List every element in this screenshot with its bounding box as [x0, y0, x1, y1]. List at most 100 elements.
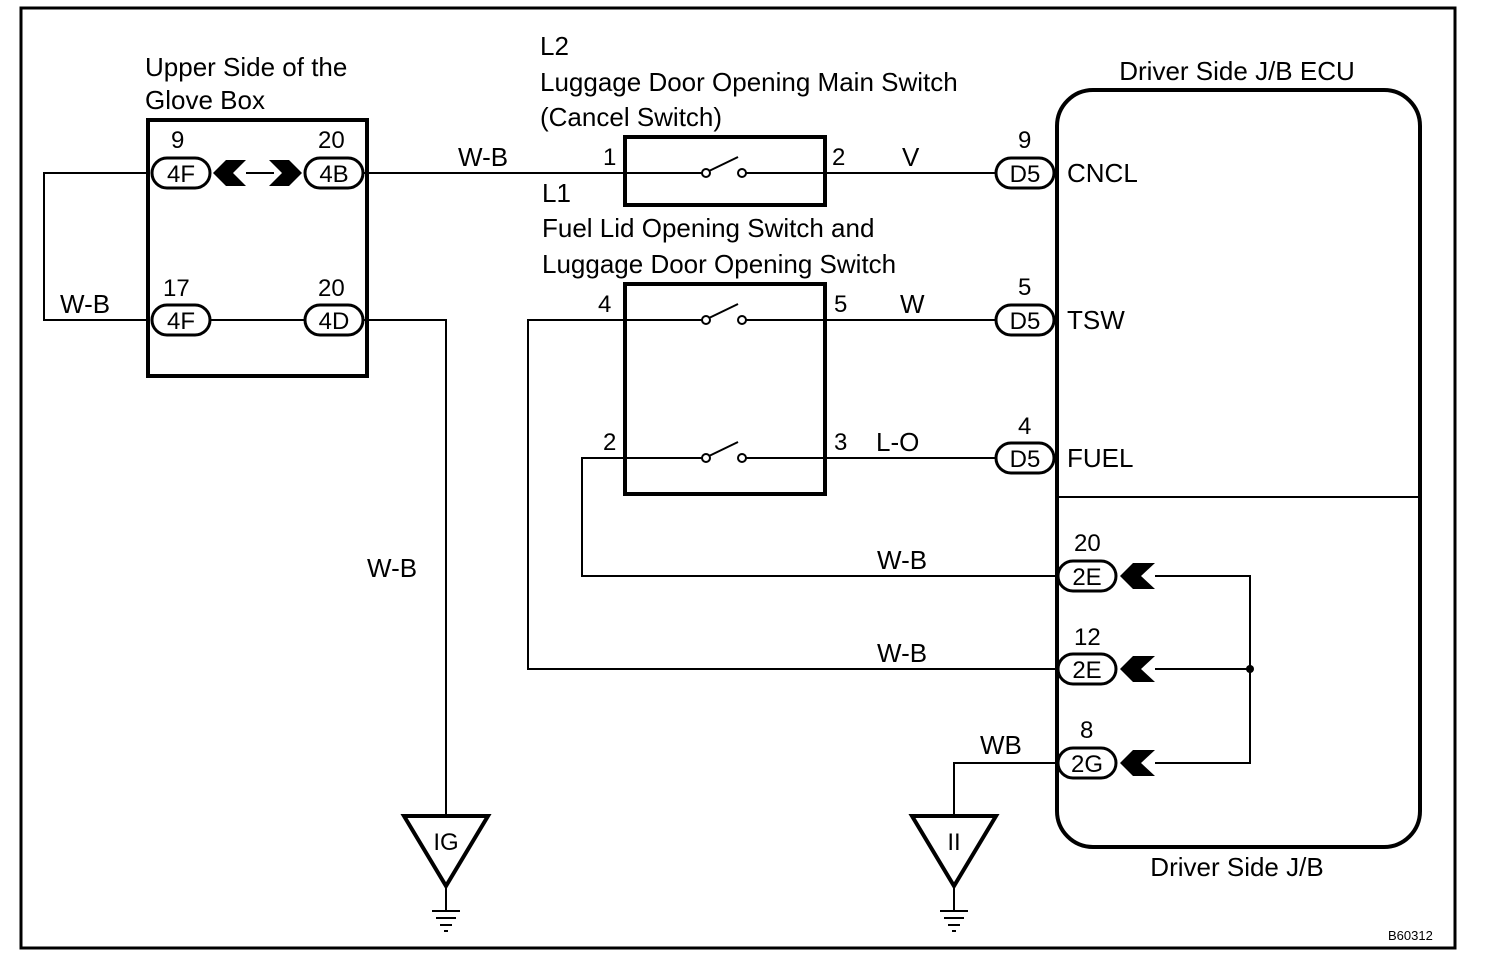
connector-2e-top-arrow-icon — [1120, 563, 1155, 589]
l1-title-line2: Luggage Door Opening Switch — [542, 249, 896, 279]
connector-2g-code: 2G — [1071, 751, 1103, 778]
connector-4f-bottom: 17 4F — [150, 275, 212, 337]
connector-4b-code: 4B — [319, 161, 348, 188]
glove-box-label-line2: Glove Box — [145, 85, 265, 115]
connector-2e-bottom-arrow-icon — [1120, 656, 1155, 682]
connector-4f-top-shape — [150, 156, 212, 190]
l1-pin-tsw-out: 5 — [834, 291, 847, 318]
wire-color-to-2e-top: W-B — [877, 545, 927, 575]
connector-2e-top-code: 2E — [1072, 564, 1101, 591]
connector-4d-pin: 20 — [318, 275, 345, 302]
switch-l1: L1 Fuel Lid Opening Switch and Luggage D… — [527, 178, 1058, 670]
connector-4d-code: 4D — [319, 308, 350, 335]
figure-code: B60312 — [1388, 928, 1433, 943]
connector-4b: 20 4B — [303, 127, 365, 190]
connector-d5-fuel-code: D5 — [1010, 446, 1041, 473]
connector-2e-bottom-code: 2E — [1072, 657, 1101, 684]
wire-to-ground-ig — [363, 319, 447, 815]
ground-ig-label: IG — [433, 829, 458, 856]
connector-2e-top-shape — [1056, 559, 1118, 593]
wire-color-to-2e-bottom: W-B — [877, 638, 927, 668]
wire-label-mask — [364, 550, 444, 584]
connector-4f-bottom-pin: 17 — [163, 275, 190, 302]
l1-fuel-contact-left — [701, 453, 711, 463]
connector-d5-cncl: 9 D5 CNCL — [994, 127, 1138, 190]
wire-color-glove-to-l2: W-B — [458, 142, 508, 172]
wire-color-to-ground-ig: W-B — [367, 553, 417, 583]
connector-d5-cncl-shape — [994, 156, 1056, 190]
ground-ii-triangle — [908, 814, 1000, 890]
junction-arrow-right-icon — [269, 160, 302, 186]
signal-tsw: TSW — [1067, 305, 1125, 335]
signal-fuel: FUEL — [1067, 443, 1133, 473]
connector-2e-bottom-pin: 12 — [1074, 624, 1101, 651]
l1-pin-fuel-out: 3 — [834, 429, 847, 456]
wire-color-l1-to-fuel: L-O — [876, 427, 919, 457]
connector-4b-pin: 20 — [318, 127, 345, 154]
connector-d5-cncl-pin: 9 — [1018, 127, 1031, 154]
connector-4d: 20 4D — [303, 275, 365, 337]
l2-switch-blade-icon — [708, 156, 739, 172]
l2-outline — [623, 135, 827, 207]
jb-outline — [1055, 88, 1422, 849]
switch-l2: L2 Luggage Door Opening Main Switch (Can… — [363, 31, 996, 207]
driver-side-jb: Driver Side J/B ECU Driver Side J/B 9 D5… — [994, 56, 1422, 882]
connector-2e-top-pin: 20 — [1074, 530, 1101, 557]
wire-color-l1-to-tsw: W — [900, 289, 925, 319]
wire-2g-to-ground-ii — [953, 762, 1058, 815]
l1-title-line1: Fuel Lid Opening Switch and — [542, 213, 874, 243]
connector-2e-bottom: 12 2E — [1056, 624, 1155, 686]
connector-d5-fuel-pin: 4 — [1018, 413, 1031, 440]
wire-color-l2-to-cncl: V — [902, 142, 920, 172]
l2-title-line2: (Cancel Switch) — [540, 102, 722, 132]
wire-left-loop — [43, 172, 150, 321]
connector-4f-top-code: 4F — [167, 161, 195, 188]
ground-ii: II — [908, 814, 1000, 932]
connector-d5-cncl-code: D5 — [1010, 161, 1041, 188]
l1-outline — [623, 282, 827, 496]
ground-ig: IG — [400, 814, 492, 932]
connector-4f-top-pin: 9 — [171, 127, 184, 154]
glove-box-label-line1: Upper Side of the — [145, 52, 347, 82]
l2-title-line1: Luggage Door Opening Main Switch — [540, 67, 958, 97]
connector-d5-tsw: 5 D5 TSW — [994, 274, 1125, 337]
glove-box-outline — [146, 118, 369, 378]
l1-fuel-blade-icon — [708, 441, 739, 457]
connector-d5-tsw-code: D5 — [1010, 308, 1041, 335]
connector-2g-pin: 8 — [1080, 717, 1093, 744]
l1-tsw-contact-left — [701, 315, 711, 325]
connector-d5-tsw-pin: 5 — [1018, 274, 1031, 301]
l1-tsw-blade-icon — [708, 303, 739, 319]
connector-4f-bottom-code: 4F — [167, 308, 195, 335]
l1-tsw-contact-right — [737, 315, 747, 325]
connector-2e-top: 20 2E — [1056, 530, 1155, 593]
wire-l1-pin2-to-2e-top — [581, 457, 1058, 577]
l2-contact-left — [701, 168, 711, 178]
l2-contact-right — [737, 168, 747, 178]
junction-arrow-left-icon — [213, 160, 246, 186]
jb-splice-dot — [1246, 665, 1254, 673]
ecu-title: Driver Side J/B ECU — [1119, 56, 1355, 86]
l1-fuel-contact-right — [737, 453, 747, 463]
l1-pin-tsw-in: 4 — [598, 291, 611, 318]
connector-d5-tsw-shape — [994, 303, 1056, 337]
l1-id: L1 — [542, 178, 571, 208]
wire-color-left-loop: W-B — [60, 289, 110, 319]
connector-2e-bottom-shape — [1056, 652, 1118, 686]
ground-ii-label: II — [947, 829, 960, 856]
l1-pin-fuel-in: 2 — [603, 429, 616, 456]
wire-color-to-ground-ii: WB — [980, 730, 1022, 760]
connector-2g: 8 2G — [1056, 717, 1155, 780]
connector-4f-top: 9 4F — [150, 127, 212, 190]
wire-l1-pin4-to-2e-bottom — [527, 319, 1058, 670]
signal-cncl: CNCL — [1067, 158, 1138, 188]
l2-pin-in: 1 — [603, 144, 616, 171]
ground-ig-triangle — [400, 814, 492, 890]
glove-box-junction: Upper Side of the Glove Box W-B 9 4F 20 … — [43, 52, 369, 378]
l2-pin-out: 2 — [832, 144, 845, 171]
jb-title: Driver Side J/B — [1150, 852, 1323, 882]
l2-id: L2 — [540, 31, 569, 61]
connector-2g-arrow-icon — [1120, 750, 1155, 776]
connector-d5-fuel-shape — [994, 441, 1056, 475]
